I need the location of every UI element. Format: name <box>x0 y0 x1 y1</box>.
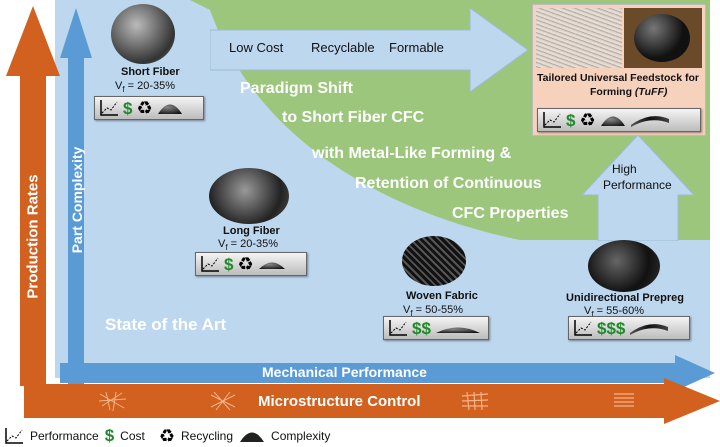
long-fiber-structure-icon <box>210 391 236 411</box>
tuff-title-line-2: Forming (TuFF) <box>590 86 668 98</box>
short-fiber-image <box>111 4 175 64</box>
dome-icon <box>240 432 265 442</box>
performance-graph-icon <box>389 320 407 336</box>
dome-icon <box>600 116 625 126</box>
legend: Performance $ Cost ♻ Recycling Complexit… <box>0 424 720 447</box>
unidirectional-prepreg-property-icons: $$$ <box>568 316 690 340</box>
recycling-icon: ♻ <box>237 254 254 274</box>
high-performance-arrow <box>582 135 694 241</box>
flat-dome-icon <box>435 327 480 333</box>
recyclable-label: Recyclable <box>311 40 375 55</box>
recycling-icon: ♻ <box>579 110 596 130</box>
aligned-fiber-icon <box>614 393 634 407</box>
tuff-acronym: (TuFF) <box>634 86 668 98</box>
top-arrow <box>210 8 529 92</box>
dollar-icon: $ <box>123 98 133 118</box>
paradigm-line-1: Paradigm Shift <box>240 80 353 97</box>
long-fiber-vf: Vf = 20-35% <box>218 238 279 253</box>
recycling-icon: ♻ <box>158 425 175 446</box>
legend-complexity-label: Complexity <box>271 428 331 443</box>
performance-graph-icon <box>543 112 561 128</box>
dollar-icon: $ <box>104 426 115 445</box>
tuff-formed-part-image <box>624 8 702 68</box>
woven-fabric-name: Woven Fabric <box>406 290 478 302</box>
microstructure-control-label: Microstructure Control <box>258 393 421 410</box>
short-fiber-name: Short Fiber <box>121 66 180 78</box>
tuff-feedstock-image <box>536 8 622 68</box>
woven-fabric-property-icons: $$ <box>383 316 489 340</box>
long-fiber-property-icons: $ ♻ <box>195 252 307 276</box>
formable-label: Formable <box>389 40 444 55</box>
performance-graph-icon <box>5 427 23 444</box>
legend-performance-label: Performance <box>30 428 99 443</box>
legend-cost-label: Cost <box>120 428 145 443</box>
production-rates-arrow <box>6 6 60 386</box>
dollar-icon: $ <box>224 254 234 274</box>
long-fiber-name: Long Fiber <box>223 225 280 237</box>
paradigm-line-3: with Metal-Like Forming & <box>312 145 512 162</box>
microstructure-control-arrow <box>24 378 720 424</box>
performance-graph-icon <box>574 320 592 336</box>
performance-label: Performance <box>603 178 672 192</box>
dome-icon <box>157 104 182 114</box>
high-label: High <box>612 162 637 176</box>
woven-fabric-vf: Vf = 50-55% <box>403 304 464 319</box>
unidirectional-prepreg-image <box>588 240 660 292</box>
mechanical-performance-label: Mechanical Performance <box>262 364 427 380</box>
paradigm-line-5: CFC Properties <box>452 205 569 222</box>
recycling-icon: ♻ <box>136 98 153 118</box>
woven-fabric-image <box>402 236 466 286</box>
unidirectional-prepreg-vf: Vf = 55-60% <box>584 305 645 320</box>
short-fiber-vf: Vf = 20-35% <box>115 80 176 95</box>
long-fiber-image <box>209 168 289 224</box>
tuff-property-icons: $ ♻ <box>537 108 701 132</box>
curved-sheet-icon <box>630 324 669 335</box>
random-fiber-icon <box>98 391 127 412</box>
fiber-weave-icon <box>461 391 489 411</box>
tuff-title-line-1: Tailored Universal Feedstock for <box>537 72 700 84</box>
performance-graph-icon <box>100 100 118 116</box>
short-fiber-property-icons: $ ♻ <box>94 96 204 120</box>
dome-icon <box>258 262 285 269</box>
curved-sheet-icon <box>630 116 669 127</box>
dollar-icon: $$ <box>412 318 431 338</box>
performance-graph-icon <box>201 256 219 272</box>
mechanical-performance-arrow <box>60 355 715 391</box>
dollar-icon: $$$ <box>597 318 626 338</box>
legend-recycling-label: Recycling <box>181 428 234 443</box>
low-cost-label: Low Cost <box>229 40 284 55</box>
part-complexity-label: Part Complexity <box>69 146 85 254</box>
dollar-icon: $ <box>566 110 576 130</box>
state-of-the-art-label: State of the Art <box>105 315 227 334</box>
paradigm-line-2: to Short Fiber CFC <box>282 109 425 126</box>
part-complexity-arrow <box>60 8 92 384</box>
unidirectional-prepreg-name: Unidirectional Prepreg <box>566 292 684 304</box>
paradigm-line-4: Retention of Continuous <box>355 175 542 192</box>
production-rates-label: Production Rates <box>24 174 42 299</box>
